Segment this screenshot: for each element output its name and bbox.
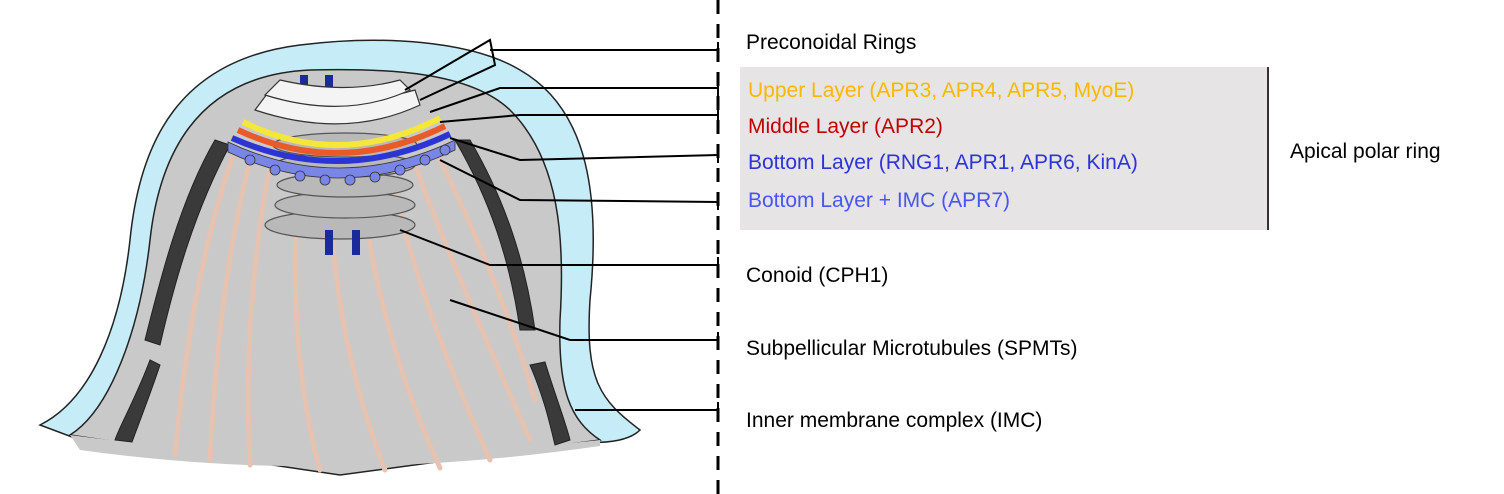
apical-polar-ring-layers-box: Upper Layer (APR3, APR4, APR5, MyoE) Mid… [740,67,1268,230]
apr-middle-layer [236,123,447,157]
layer-middle: Middle Layer (APR2) [748,115,943,138]
label-conoid: Conoid (CPH1) [746,264,889,287]
layer-upper: Upper Layer (APR3, APR4, APR5, MyoE) [748,79,1135,102]
layer-bottom-imc: Bottom Layer + IMC (APR7) [748,189,1010,212]
label-apical-polar-ring: Apical polar ring [1290,140,1441,163]
apr-bottom-layer [230,131,452,164]
apr-bottom-imc-teeth [227,139,456,186]
label-imc: Inner membrane complex (IMC) [746,409,1043,432]
apr-upper-layer [241,115,442,149]
imc-plates [114,139,571,446]
label-spmt: Subpellicular Microtubules (SPMTs) [746,337,1078,360]
preconoidal-rings [254,79,421,125]
label-preconoidal-rings: Preconoidal Rings [746,31,917,54]
apical-ring-bracket [1267,67,1269,230]
cytoplasm-base [70,435,600,467]
layer-bottom: Bottom Layer (RNG1, APR1, APR6, KinA) [748,151,1138,174]
